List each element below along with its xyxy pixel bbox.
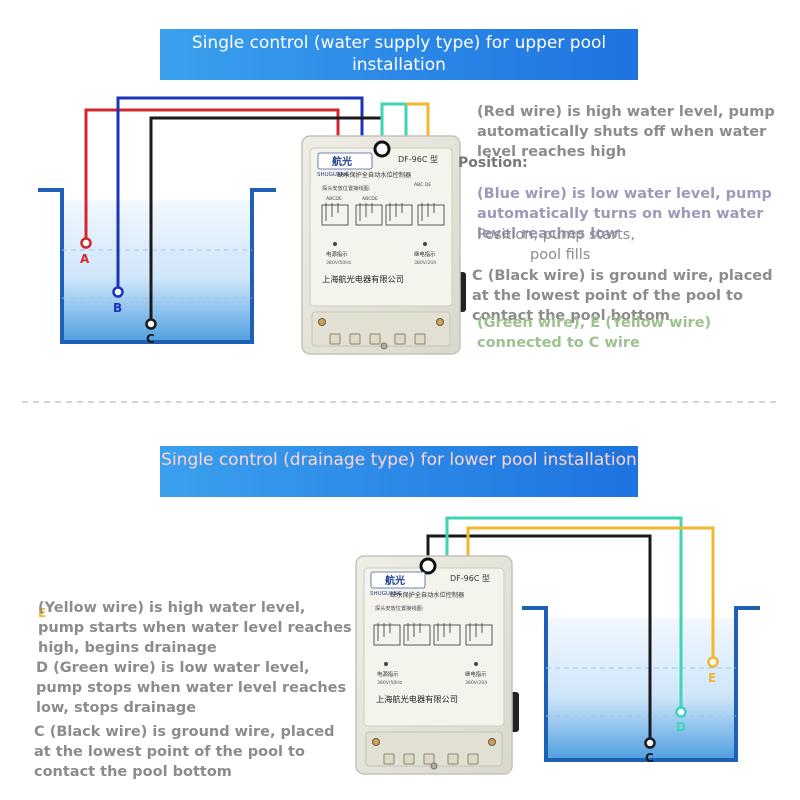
svg-text:380V/50Hz: 380V/50Hz: [326, 260, 352, 266]
probe-e: [707, 656, 719, 668]
probe-c: [145, 318, 157, 330]
svg-text:ABCDE: ABCDE: [362, 196, 378, 202]
svg-text:380V/50Hz: 380V/50Hz: [377, 680, 403, 686]
device-wire-entry: [373, 140, 391, 158]
bottom-banner: Single control (drainage type) for lower…: [160, 446, 638, 497]
upper-pool-tank: [38, 188, 276, 344]
svg-text:电源指示: 电源指示: [377, 670, 399, 678]
note-green-wire: D (Green wire) is low water level, pump …: [36, 660, 347, 716]
svg-text:继电指示: 继电指示: [414, 250, 436, 258]
svg-text:ABC DE: ABC DE: [414, 182, 431, 188]
controller-device-top: 航光 SHUGUANG DF-96C 型 缺水保护全自动水位控制器 探头安放位置…: [301, 135, 466, 355]
svg-text:DF-96C 型: DF-96C 型: [398, 155, 438, 164]
svg-text:航光: 航光: [332, 155, 352, 168]
note-black-wire-bottom: C (Black wire) is ground wire, placed at…: [34, 724, 335, 780]
probe-schematic: [321, 203, 445, 226]
svg-text:探头安放位置接线图:: 探头安放位置接线图:: [322, 184, 371, 192]
note-black-wire: C (Black wire) is ground wire, placed at…: [472, 268, 773, 324]
power-led: [333, 242, 337, 246]
upper-pool-wall: [38, 188, 276, 344]
note-yellow-wire: (Yellow wire) is high water level, pump …: [38, 600, 352, 656]
yellow-wire-bottom: [466, 526, 715, 658]
note-blue-wire: (Blue wire) is low water level, pump aut…: [477, 186, 772, 242]
upper-pool-water: [62, 200, 252, 342]
svg-text:SHUGUANG: SHUGUANG: [317, 172, 349, 178]
note-green-yellow: (Green wire), E (Yellow wire) connected …: [477, 315, 712, 351]
green-wire: [380, 102, 408, 138]
svg-text:SHUGUANG: SHUGUANG: [370, 591, 402, 597]
relay-led: [423, 242, 427, 246]
lower-pool-wall: [522, 606, 760, 762]
note-red-wire: (Red wire) is high water level, pump aut…: [477, 104, 775, 160]
label-d: D: [676, 720, 686, 734]
svg-text:上海航光电器有限公司: 上海航光电器有限公司: [322, 274, 404, 284]
label-c: C: [146, 332, 155, 346]
bottom-banner-title: Single control (drainage type) for lower…: [161, 450, 637, 470]
svg-text:电源指示: 电源指示: [326, 250, 348, 258]
lower-pool-water: [546, 618, 736, 760]
svg-text:ABCDE: ABCDE: [326, 196, 342, 202]
svg-text:继电指示: 继电指示: [465, 670, 487, 678]
label-e: E: [708, 671, 716, 685]
svg-text:DF-96C 型: DF-96C 型: [450, 574, 490, 583]
terminal-screws: [318, 318, 444, 326]
probe-b: [112, 286, 124, 298]
note-yellow-letter: E: [38, 606, 47, 620]
controller-device-bottom: 航光 SHUGUANG DF-96C 型 缺水保护全自动水位控制器 探头安放位置…: [355, 555, 519, 775]
svg-text:缺水保护全自动水位控制器: 缺水保护全自动水位控制器: [390, 591, 465, 599]
svg-text:380V/20A: 380V/20A: [414, 260, 437, 266]
note-overlap: Position, pump starts,: [477, 227, 635, 243]
label-b: B: [113, 301, 122, 315]
probe-d: [675, 706, 687, 718]
svg-text:航光: 航光: [385, 574, 405, 587]
note-position: Position:: [458, 155, 528, 171]
note-pool-fills: pool fills: [530, 247, 591, 263]
yellow-wire: [406, 102, 430, 138]
green-wire-bottom: [445, 516, 683, 708]
black-wire-bottom: [426, 534, 652, 740]
label-c-bottom: C: [645, 751, 654, 765]
svg-text:380V/20A: 380V/20A: [465, 680, 488, 686]
probe-a: [80, 237, 92, 249]
red-wire: [84, 108, 340, 243]
top-banner: Single control (water supply type) for u…: [160, 29, 638, 80]
lower-pool-tank: [522, 606, 760, 762]
svg-text:上海航光电器有限公司: 上海航光电器有限公司: [376, 694, 458, 704]
brand-logo: [317, 152, 373, 170]
svg-text:缺水保护全自动水位控制器: 缺水保护全自动水位控制器: [337, 171, 412, 179]
top-banner-title: Single control (water supply type) for u…: [191, 33, 607, 75]
svg-text:探头安放位置接线图:: 探头安放位置接线图:: [375, 604, 424, 612]
label-a: A: [80, 252, 90, 266]
probe-c-bottom: [644, 737, 656, 749]
